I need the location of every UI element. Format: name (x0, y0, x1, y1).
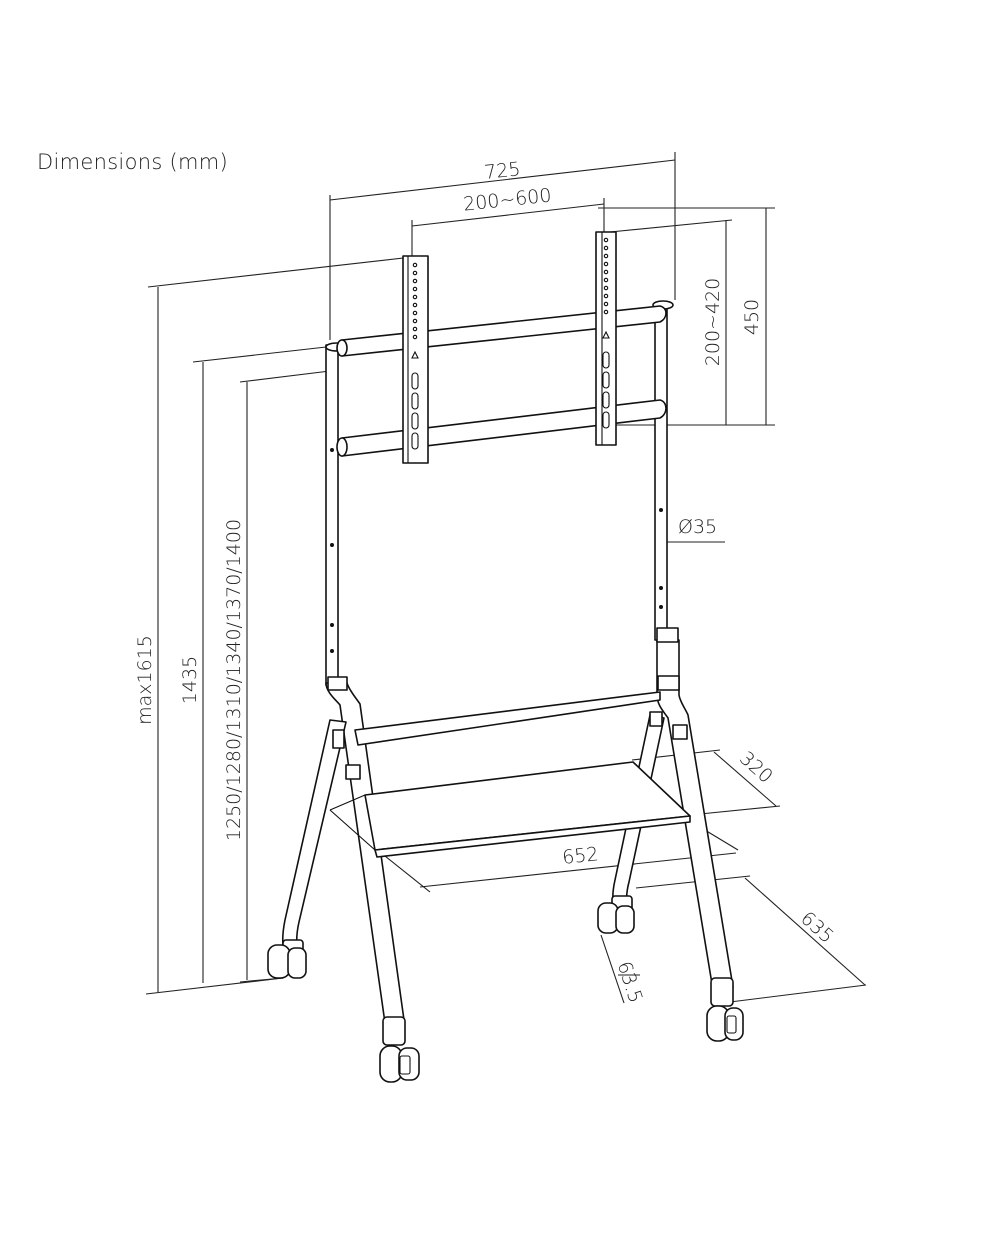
label-pole-diameter: Ø35 (678, 516, 717, 538)
label-height-1435: 1435 (179, 656, 201, 704)
label-overall-width: 725 (483, 158, 521, 184)
right-bracket-holes (602, 237, 610, 429)
label-max-height: max1615 (134, 635, 156, 725)
dimension-labels: 725 200~600 200~420 450 Ø35 max1615 1435… (134, 158, 838, 1005)
label-bracket-height: 450 (741, 299, 763, 335)
stand-right (597, 300, 744, 1042)
vesa-brackets (402, 231, 617, 464)
label-base-depth: 635 (796, 907, 838, 948)
shelf (329, 691, 691, 858)
label-caster-height: 63.5 (613, 959, 647, 1006)
label-height-options: 1250/1280/1310/1340/1370/1400 (223, 519, 245, 841)
label-shelf-width: 652 (561, 843, 599, 869)
diagram-title: Dimensions (mm) (37, 150, 229, 174)
label-shelf-depth: 320 (735, 747, 777, 788)
left-bracket-holes (411, 262, 419, 450)
label-vesa-vertical: 200~420 (702, 278, 724, 366)
dimension-lines (145, 152, 867, 1004)
